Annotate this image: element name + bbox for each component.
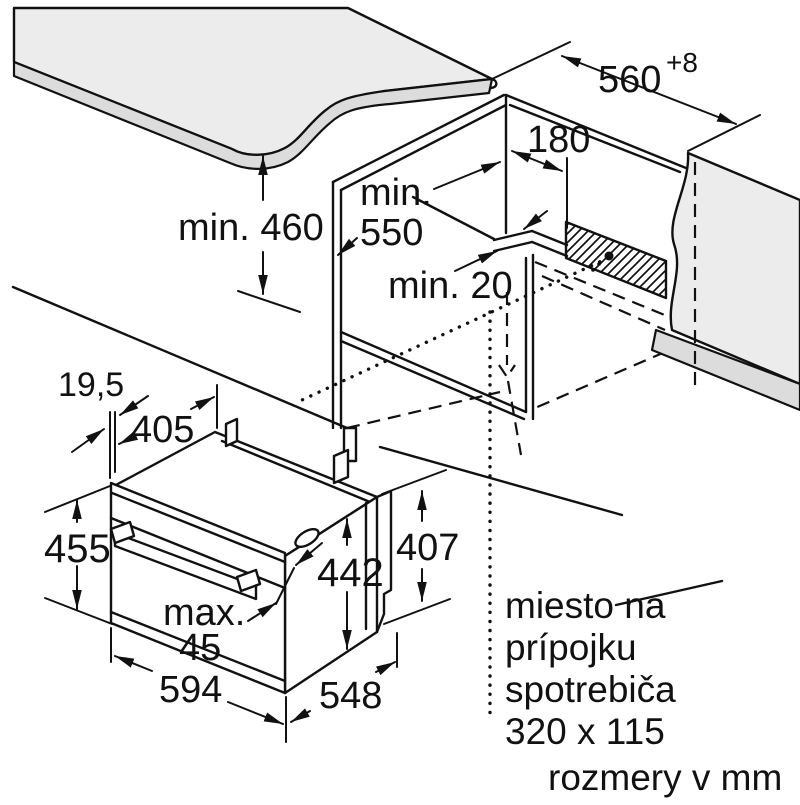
- dim-front-height: 455: [44, 485, 113, 625]
- dim-door-protrusion: max. 45: [163, 542, 323, 669]
- niche-height-label: min. 460: [178, 207, 324, 249]
- dim-niche-height: min. 460: [178, 155, 324, 313]
- door-protrusion-label-1: max.: [163, 592, 245, 634]
- connection-offset-label: 180: [527, 119, 590, 161]
- countertop: [12, 6, 498, 170]
- dim-body-depth: 548: [290, 632, 398, 723]
- right-cabinet-panel: [650, 151, 800, 412]
- connection-note-line1: miesto na: [505, 585, 666, 626]
- door-protrusion-label-2: 45: [179, 627, 221, 669]
- body-height-label: 442: [317, 551, 384, 595]
- niche-width-tolerance: +8: [666, 47, 698, 78]
- connection-note-line3: spotrebiča: [505, 669, 676, 710]
- dim-front-frame: 19,5: [58, 366, 149, 479]
- oven-handle: [109, 520, 262, 601]
- note-units: rozmery v mm: [548, 757, 782, 798]
- cabinet-niche: [11, 93, 724, 607]
- dim-body-height: 442: [317, 518, 384, 650]
- oven-rear-tab-right: [332, 448, 350, 485]
- dim-top-depth: 405: [118, 384, 218, 451]
- note-connection-area: miesto na prípojku spotrebiča 320 x 115: [505, 585, 676, 752]
- top-depth-label: 405: [131, 409, 194, 451]
- width-label: 594: [159, 669, 222, 711]
- dim-connection-offset: 180: [511, 119, 590, 229]
- countertop-break-curl: [489, 77, 498, 90]
- dim-rear-height: 407: [381, 469, 459, 625]
- connection-note-line2: prípojku: [505, 627, 637, 668]
- dim-niche-width: 560 +8: [491, 41, 761, 152]
- niche-width-label: 560: [598, 59, 661, 101]
- dim-niche-depth: min. 550: [337, 161, 501, 256]
- connection-leader-dotted: [300, 256, 610, 720]
- niche-depth-label-1: min.: [360, 172, 432, 214]
- front-height-label: 455: [44, 527, 111, 571]
- body-depth-label: 548: [319, 675, 382, 717]
- rear-clearance-label: min. 20: [388, 265, 513, 307]
- dim-width: 594: [110, 627, 287, 743]
- oven-side-grip-cutout: [294, 527, 320, 549]
- oven: [109, 417, 393, 695]
- connection-note-line4: 320 x 115: [505, 711, 665, 752]
- oven-rear-tab-left: [224, 417, 239, 448]
- connection-area-hatch: [564, 220, 668, 300]
- front-frame-label: 19,5: [58, 366, 124, 404]
- niche-depth-label-2: 550: [360, 212, 423, 254]
- dim-rear-clearance: min. 20: [388, 210, 548, 307]
- rear-height-label: 407: [396, 527, 459, 569]
